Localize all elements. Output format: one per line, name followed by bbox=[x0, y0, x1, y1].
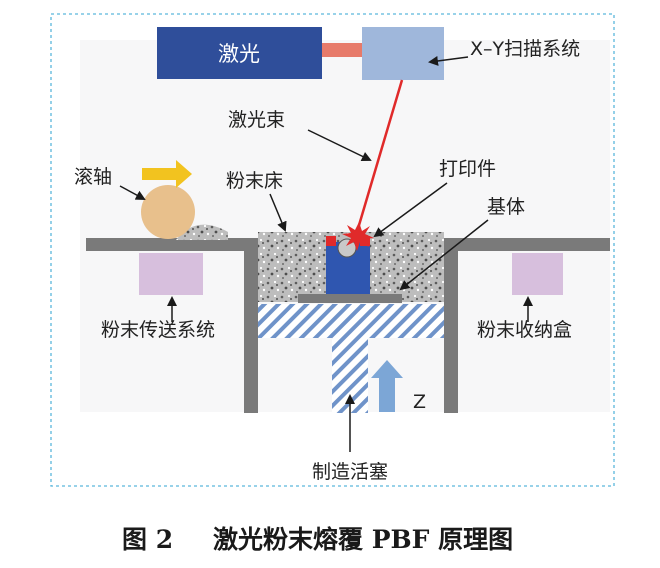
powder-bed-pointer-arrow bbox=[269, 193, 287, 232]
figure-number: 图 2 bbox=[122, 525, 173, 554]
right-chamber-wall bbox=[444, 238, 458, 413]
beam-label: 激光束 bbox=[228, 109, 285, 131]
roller-label: 滚轴 bbox=[74, 166, 112, 188]
scanner-label: X–Y扫描系统 bbox=[470, 38, 580, 60]
powder-collect-label: 粉末收纳盒 bbox=[477, 319, 572, 341]
powder-collect-box bbox=[512, 253, 563, 295]
printed-part-top-left bbox=[326, 236, 336, 246]
platform-left bbox=[86, 238, 258, 251]
piston-label: 制造活塞 bbox=[312, 461, 388, 483]
z-axis-label: Z bbox=[413, 391, 426, 413]
substrate-plate bbox=[298, 294, 402, 303]
figure-title: 激光粉末熔覆 PBF 原理图 bbox=[213, 525, 513, 554]
roller bbox=[141, 185, 195, 239]
powder-feed-label: 粉末传送系统 bbox=[101, 319, 215, 341]
scanner-box bbox=[362, 27, 444, 80]
platform-right bbox=[444, 238, 610, 251]
substrate-label: 基体 bbox=[487, 196, 525, 218]
laser-box bbox=[157, 27, 322, 79]
laser-connector bbox=[322, 43, 362, 57]
powder-feed-box bbox=[139, 253, 203, 295]
print-part-label: 打印件 bbox=[439, 158, 496, 180]
laser-label: 激光 bbox=[218, 42, 260, 66]
z-axis-arrow bbox=[371, 360, 403, 412]
print-part-pointer-arrow bbox=[373, 182, 448, 238]
substrate-pointer-arrow bbox=[399, 219, 489, 291]
roller-pointer-arrow bbox=[119, 185, 146, 200]
roller-direction-arrow bbox=[142, 160, 192, 188]
laser-spark bbox=[342, 222, 374, 251]
powder-bed-label: 粉末床 bbox=[226, 170, 283, 192]
laser-beam bbox=[355, 79, 404, 233]
beam-pointer-arrow bbox=[307, 129, 372, 162]
build-piston-plate bbox=[258, 304, 444, 338]
scanner-pointer-arrow bbox=[428, 55, 469, 66]
left-chamber-wall bbox=[244, 238, 258, 413]
